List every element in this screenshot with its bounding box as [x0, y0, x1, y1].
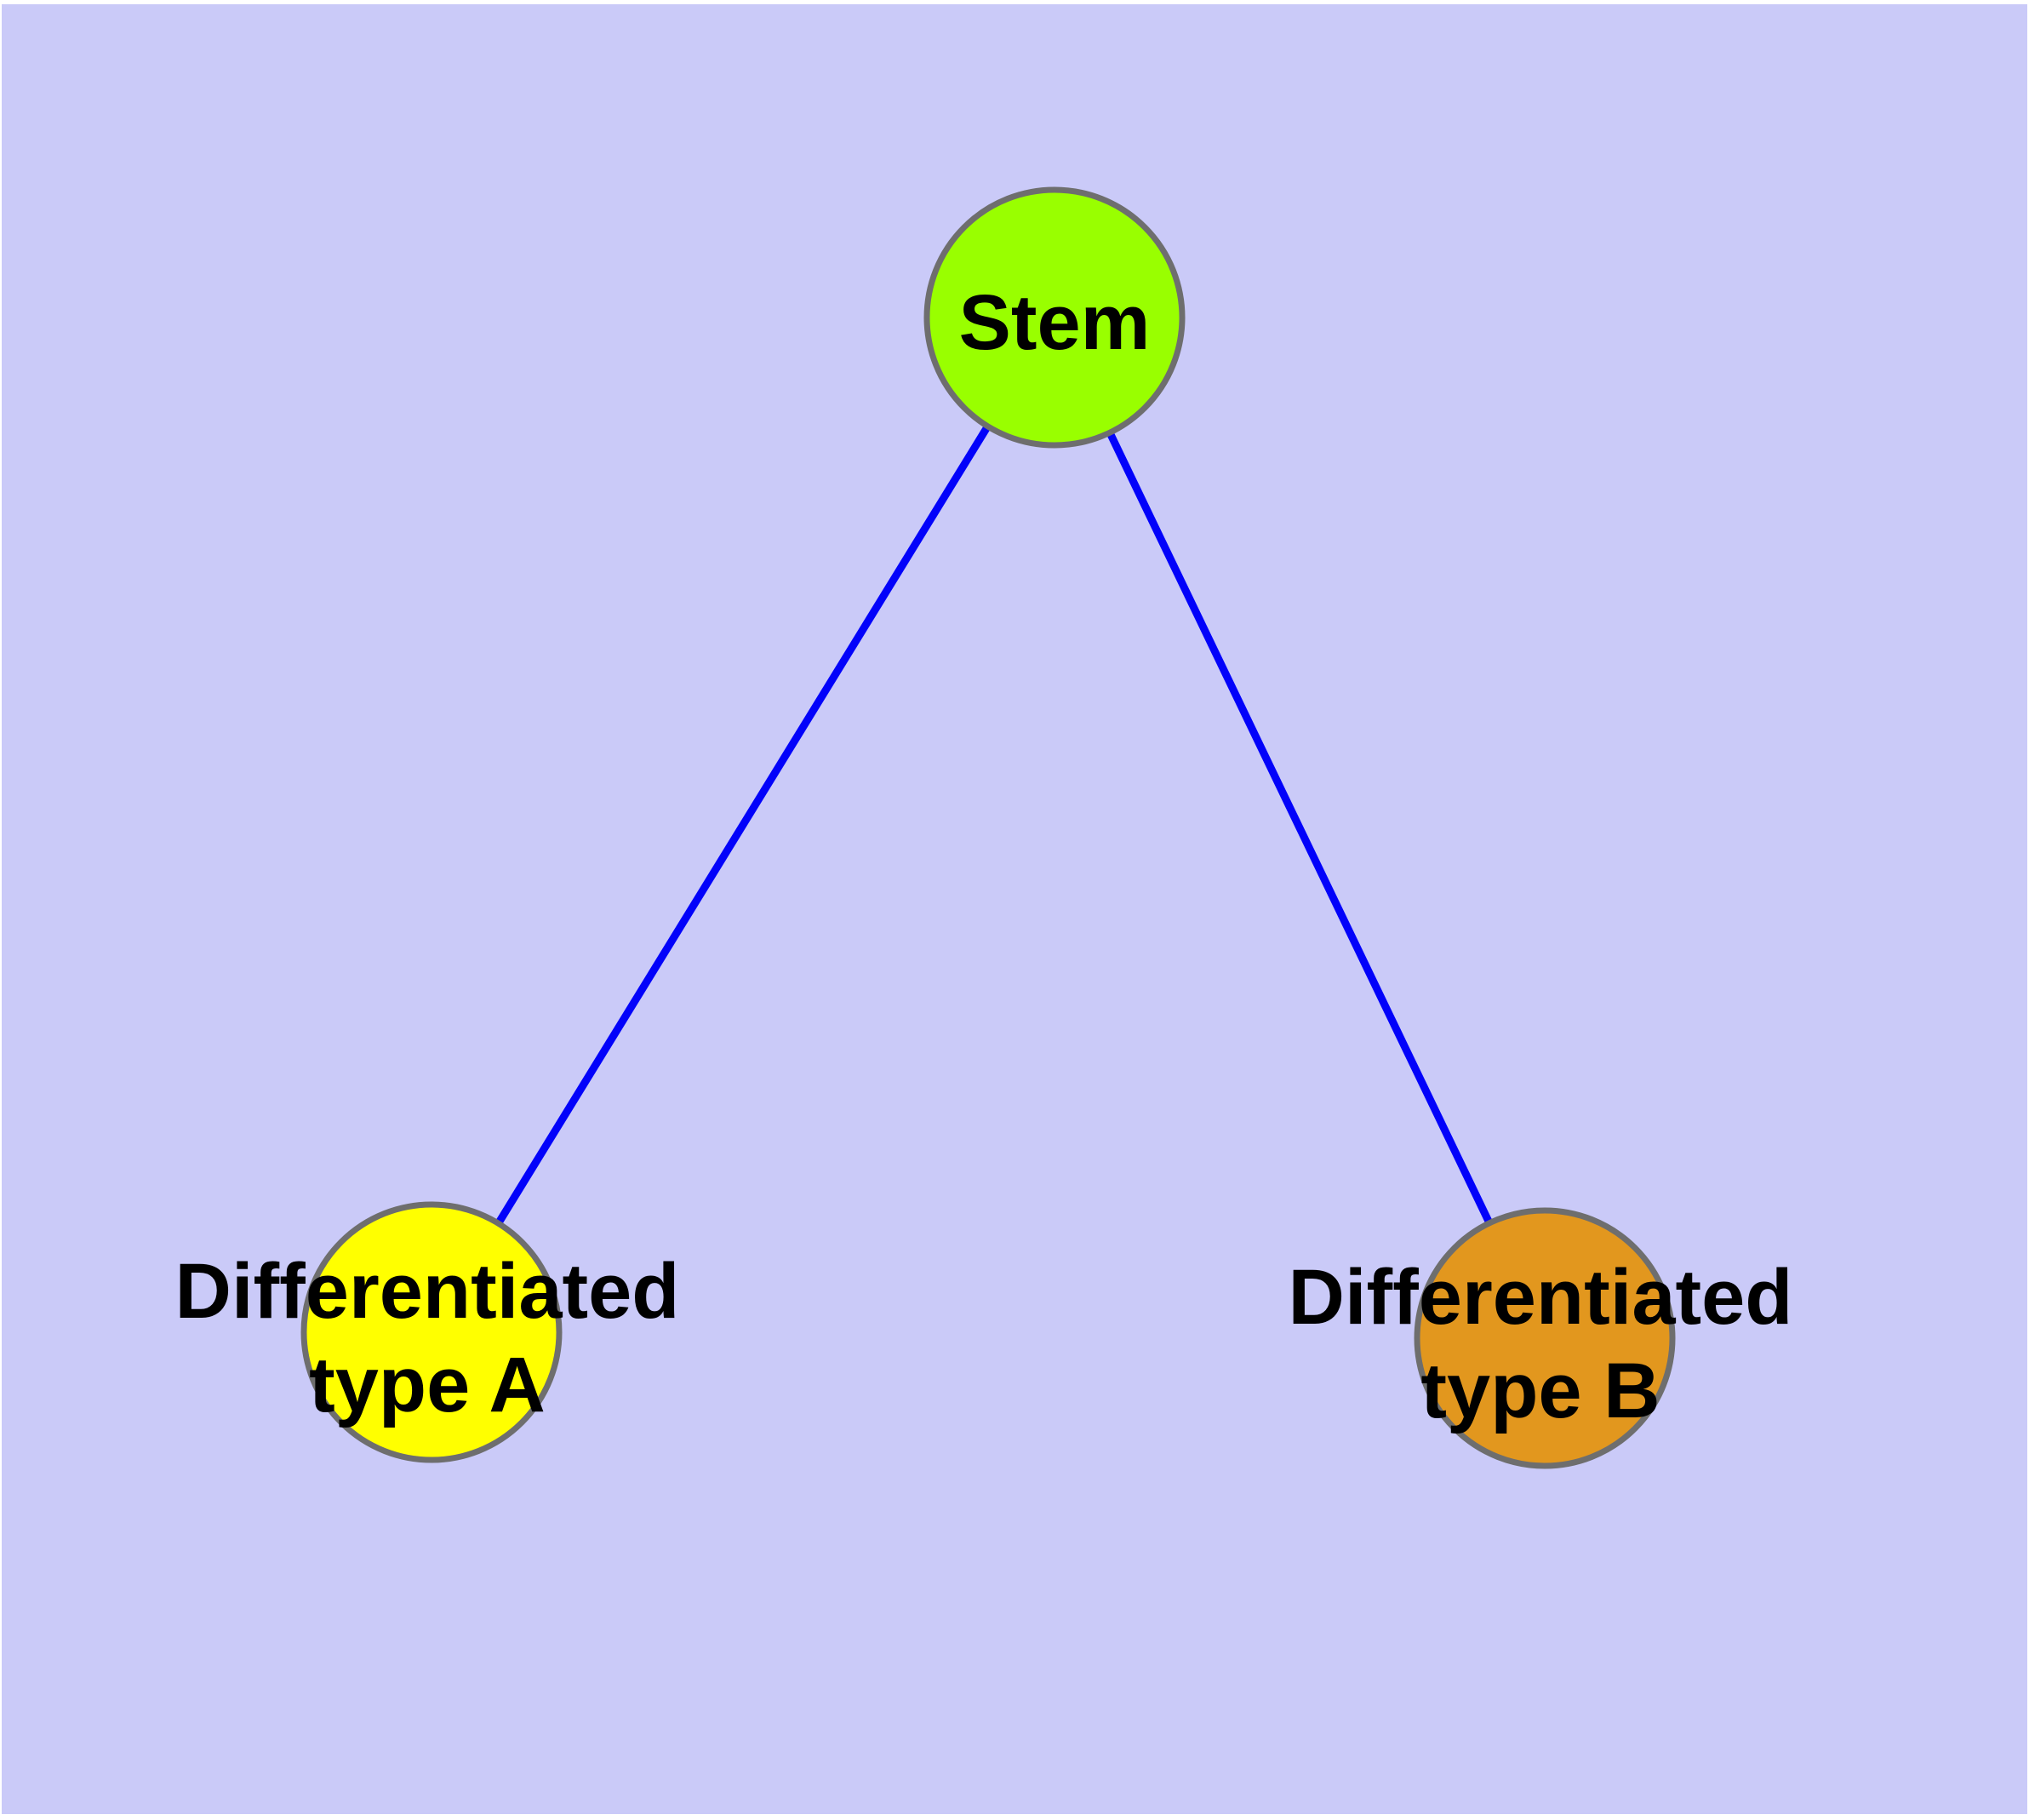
node-stem: Stem	[923, 186, 1186, 449]
stem-node-circle	[923, 186, 1186, 449]
stem-node-label: Stem	[959, 279, 1151, 366]
type-a-node-label-line1: Differentiated	[175, 1248, 680, 1335]
type-b-node-label-line2: type B	[1420, 1348, 1660, 1434]
type-a-node-circle	[300, 1201, 563, 1463]
type-b-node-label-line1: Differentiated	[1289, 1254, 1793, 1341]
type-a-node-label-line2: type A	[309, 1342, 546, 1428]
node-differentiated-type-b: Differentiated type B	[1289, 1207, 1793, 1469]
edge-stem-to-type-b	[1050, 313, 1549, 1342]
node-differentiated-type-a: Differentiated type A	[175, 1201, 680, 1463]
edge-stem-to-type-a	[427, 313, 1059, 1336]
type-b-node-circle	[1414, 1207, 1676, 1469]
